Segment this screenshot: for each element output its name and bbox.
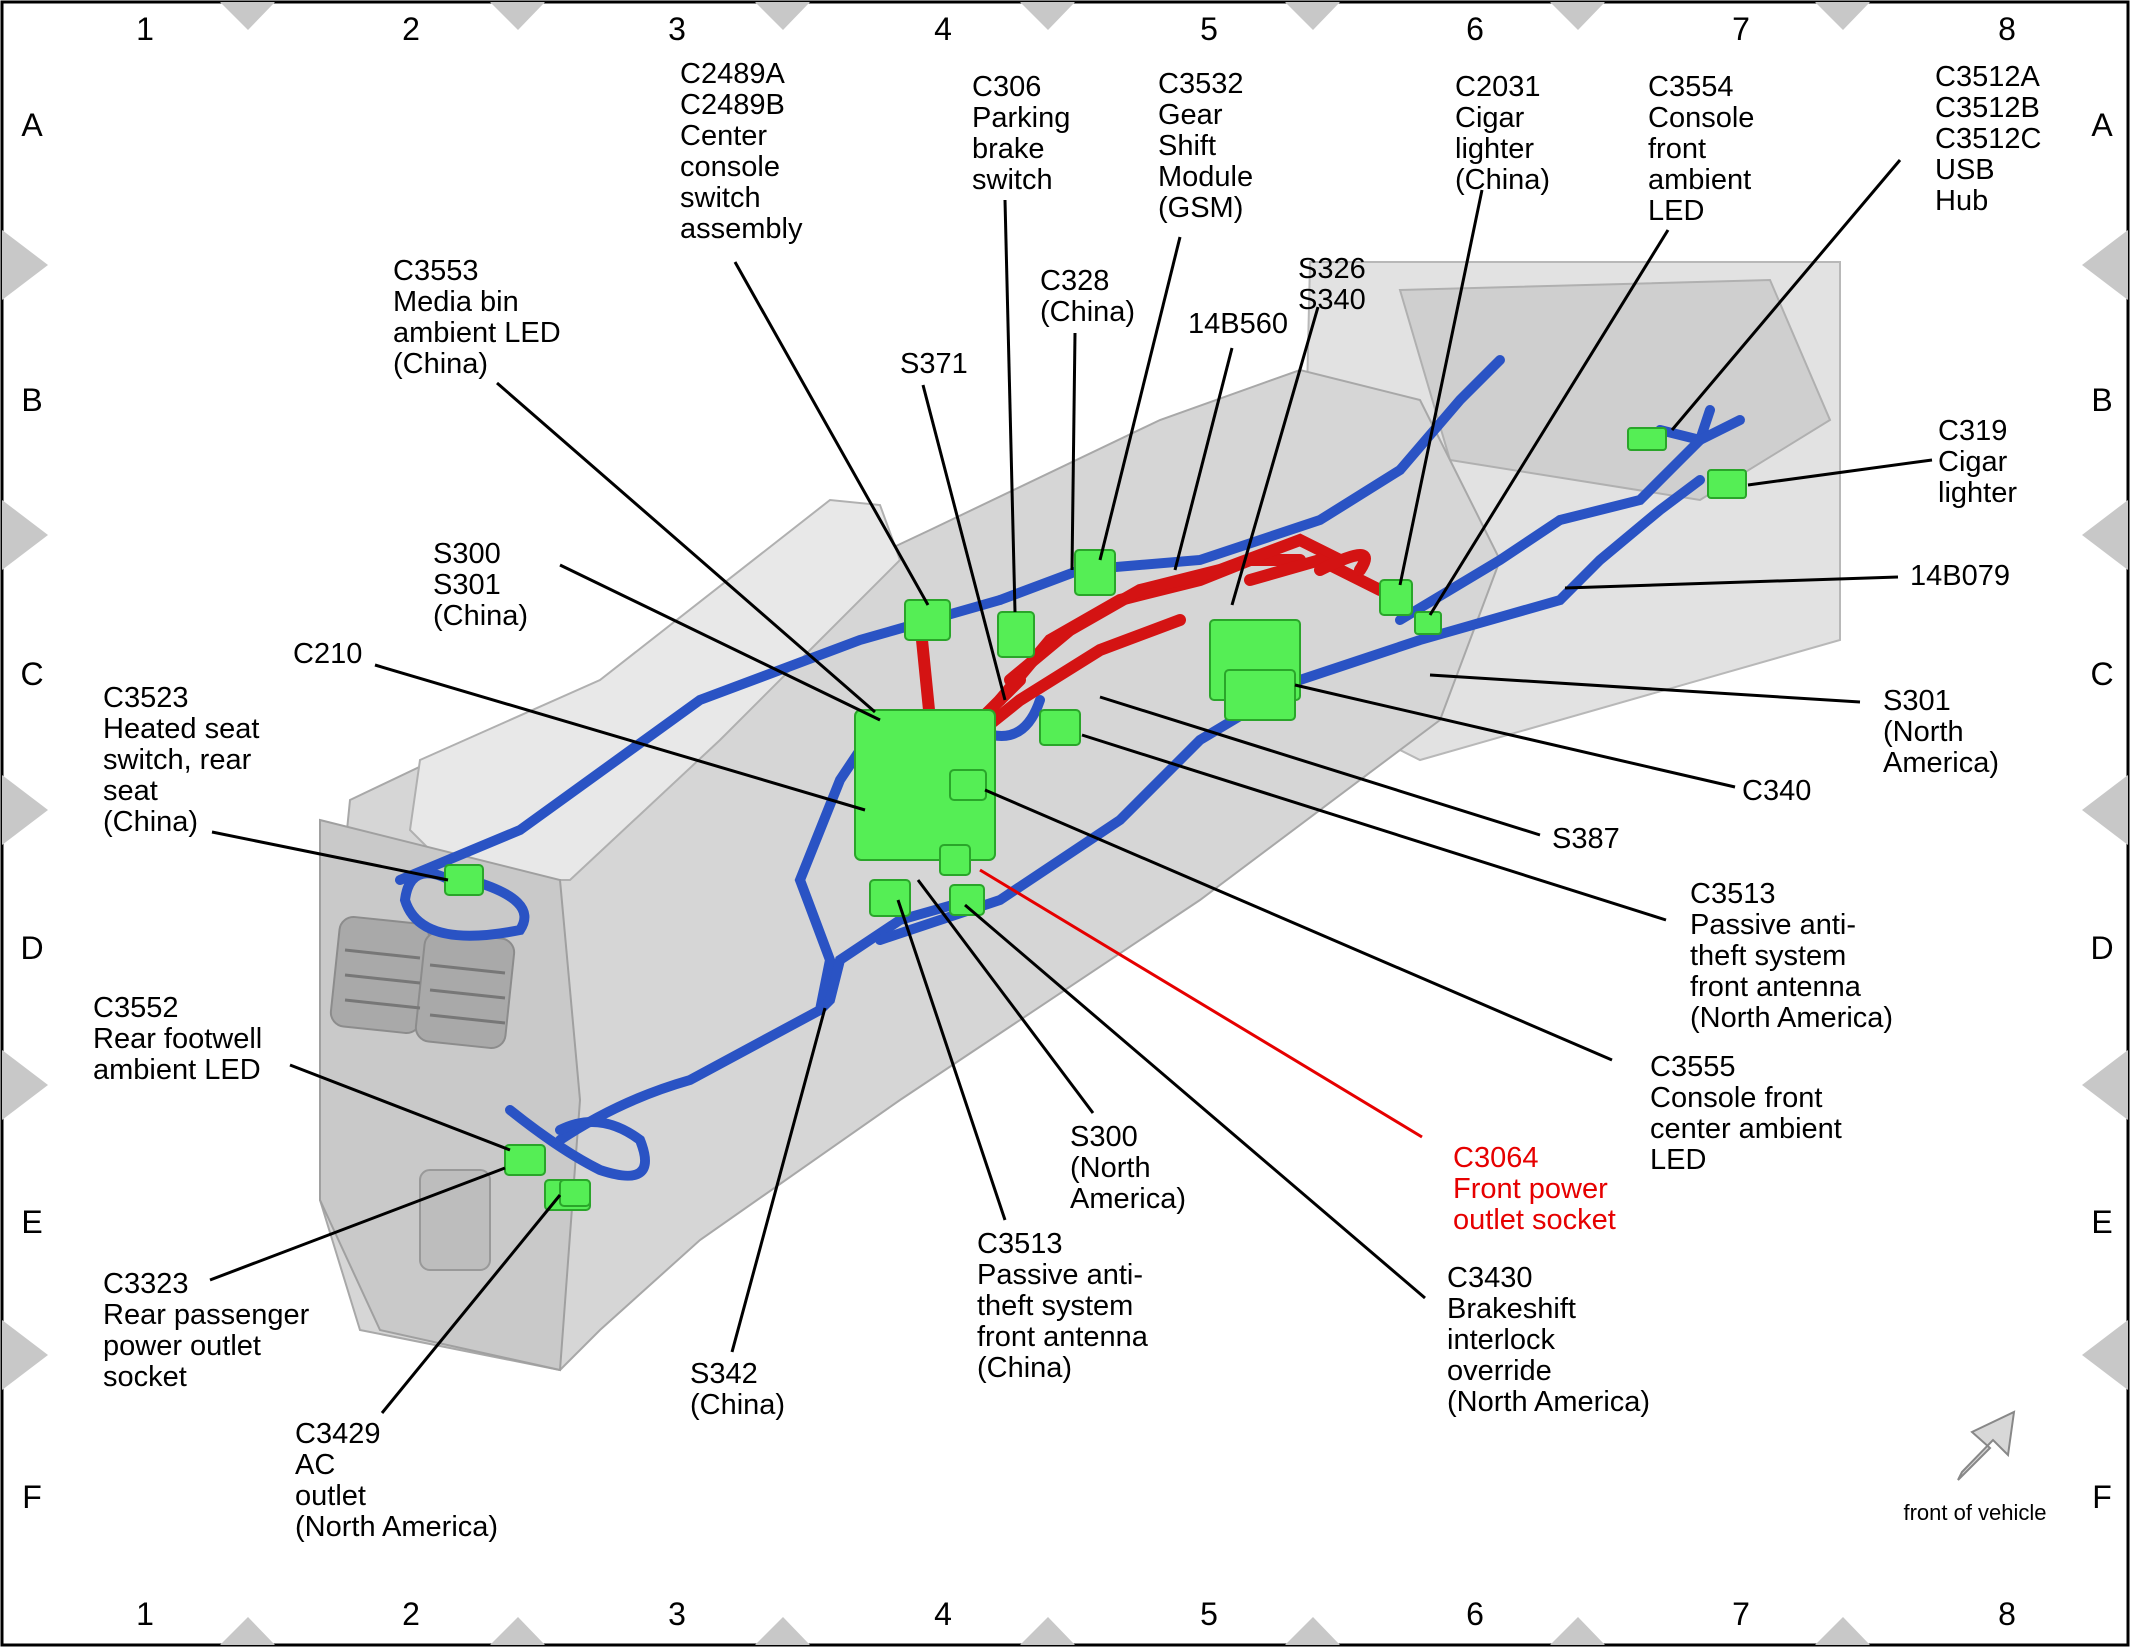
grid-col-label: 7	[1732, 11, 1750, 47]
grid-col-label: 5	[1200, 11, 1218, 47]
grid-row-label: E	[2091, 1204, 2112, 1240]
label-c2489: C2489A C2489B Center console switch asse…	[680, 58, 803, 245]
label-s326-s340: S326 S340	[1298, 253, 1374, 316]
label-c340: C340	[1742, 775, 1811, 807]
label-s371: S371	[900, 348, 968, 380]
label-c210: C210	[293, 638, 362, 670]
grid-col-label: 4	[934, 11, 952, 47]
connector-c3554	[1414, 611, 1442, 635]
grid-col-label: 4	[934, 1596, 952, 1632]
label-c3513-cn: C3513 Passive anti- theft system front a…	[977, 1228, 1156, 1384]
label-c3064: C3064 Front power outlet socket	[1453, 1142, 1616, 1236]
label-s301-na: S301 (North America)	[1883, 685, 1999, 779]
connector-c3513cn	[869, 879, 911, 917]
console-illustration	[318, 261, 1841, 1372]
grid-col-labels-top: 1 2 3 4 5 6 7 8	[136, 11, 2016, 47]
grid-row-label: F	[22, 1479, 42, 1515]
label-s300-s301: S300 S301 (China)	[433, 538, 528, 632]
grid-col-label: 5	[1200, 1596, 1218, 1632]
label-c3512: C3512A C3512B C3512C USB Hub	[1935, 61, 2049, 217]
grid-col-label: 3	[668, 1596, 686, 1632]
grid-col-label: 1	[136, 11, 154, 47]
grid-row-labels-right: A B C D E F	[2090, 107, 2113, 1515]
connector-block-main	[854, 709, 996, 861]
front-of-vehicle-indicator: front of vehicle	[1903, 1410, 2047, 1525]
connector-c3532	[1074, 549, 1116, 596]
label-c3323: C3323 Rear passenger power outlet socket	[103, 1268, 317, 1393]
connector-c2031	[1379, 579, 1413, 616]
grid-row-label: C	[2090, 656, 2113, 692]
label-c3552: C3552 Rear footwell ambient LED	[93, 992, 270, 1086]
grid-row-label: E	[21, 1204, 42, 1240]
grid-row-label: D	[2090, 930, 2113, 966]
label-c3532: C3532 Gear Shift Module (GSM)	[1158, 68, 1261, 224]
connector-c3513na	[1039, 709, 1081, 746]
grid-row-label: D	[20, 930, 43, 966]
label-c3430: C3430 Brakeshift interlock override (Nor…	[1447, 1262, 1650, 1418]
connector-c3555	[949, 769, 987, 801]
grid-col-label: 2	[402, 11, 420, 47]
label-c3523: C3523 Heated seat switch, rear seat (Chi…	[103, 682, 267, 838]
grid-row-label: C	[20, 656, 43, 692]
connector-c2489	[904, 599, 951, 641]
connector-c3523	[444, 864, 484, 896]
connector-c306	[997, 611, 1035, 658]
leader-lines	[209, 159, 1933, 1414]
label-s300-na: S300 (North America)	[1070, 1121, 1186, 1215]
connector-c3430	[949, 884, 985, 916]
grid-col-label: 2	[402, 1596, 420, 1632]
connector-c319	[1707, 469, 1747, 499]
label-c319: C319 Cigar lighter	[1938, 415, 2017, 509]
connector-c3429	[559, 1179, 591, 1207]
label-14b560: 14B560	[1188, 308, 1288, 340]
grid-row-label: B	[21, 382, 42, 418]
label-14b079: 14B079	[1910, 560, 2010, 592]
connectors	[444, 427, 1747, 1211]
label-c306: C306 Parking brake switch	[972, 71, 1078, 196]
grid-row-label: B	[2091, 382, 2112, 418]
grid-row-label: A	[2091, 107, 2113, 143]
label-s387: S387	[1552, 823, 1620, 855]
grid-row-label: F	[2092, 1479, 2112, 1515]
grid-col-label: 6	[1466, 11, 1484, 47]
grid-col-label: 8	[1998, 1596, 2016, 1632]
label-c3429: C3429 AC outlet (North America)	[295, 1418, 498, 1543]
grid-col-label: 8	[1998, 11, 2016, 47]
label-c3553: C3553 Media bin ambient LED (China)	[393, 255, 569, 380]
label-s342: S342 (China)	[690, 1358, 785, 1421]
grid-row-label: A	[21, 107, 43, 143]
connector-c340	[1224, 669, 1296, 721]
label-c328: C328 (China)	[1040, 265, 1135, 328]
front-arrow-icon	[1957, 1410, 2016, 1481]
grid-col-label: 6	[1466, 1596, 1484, 1632]
label-c3555: C3555 Console front center ambient LED	[1650, 1051, 1850, 1176]
label-c3513-na: C3513 Passive anti- theft system front a…	[1690, 878, 1893, 1034]
connector-c3552	[504, 1144, 546, 1176]
grid-row-labels-left: A B C D E F	[20, 107, 43, 1515]
connector-c3064	[939, 844, 971, 876]
connector-c3512	[1627, 427, 1667, 451]
label-c3554: C3554 Console front ambient LED	[1648, 71, 1762, 227]
front-of-vehicle-label: front of vehicle	[1903, 1500, 2046, 1525]
grid-col-labels-bottom: 1 2 3 4 5 6 7 8	[136, 1596, 2016, 1632]
label-c2031: C2031 Cigar lighter (China)	[1455, 71, 1550, 196]
grid-col-label: 7	[1732, 1596, 1750, 1632]
grid-col-label: 1	[136, 1596, 154, 1632]
grid-col-label: 3	[668, 11, 686, 47]
